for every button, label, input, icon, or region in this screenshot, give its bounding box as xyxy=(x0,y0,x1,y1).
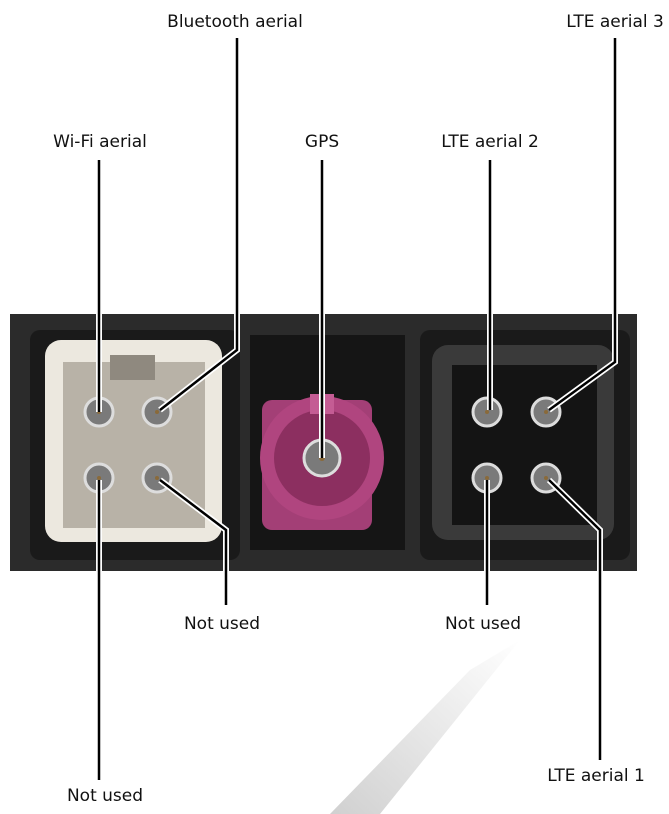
label-bluetooth-aerial: Bluetooth aerial xyxy=(167,12,303,32)
label-wifi-aerial: Wi-Fi aerial xyxy=(53,132,147,152)
label-not-used-black: Not used xyxy=(444,614,522,634)
white-connector xyxy=(45,340,222,542)
label-not-used-white-left: Not used xyxy=(66,786,144,806)
label-gps: GPS xyxy=(304,132,340,152)
black-connector xyxy=(432,345,614,540)
label-lte-aerial-2: LTE aerial 2 xyxy=(441,132,539,152)
label-not-used-white-right: Not used xyxy=(183,614,261,634)
label-lte-aerial-1: LTE aerial 1 xyxy=(547,766,645,786)
leader-lines xyxy=(96,38,618,780)
label-lte-aerial-3: LTE aerial 3 xyxy=(566,12,664,32)
decorative-swoosh xyxy=(330,640,520,814)
